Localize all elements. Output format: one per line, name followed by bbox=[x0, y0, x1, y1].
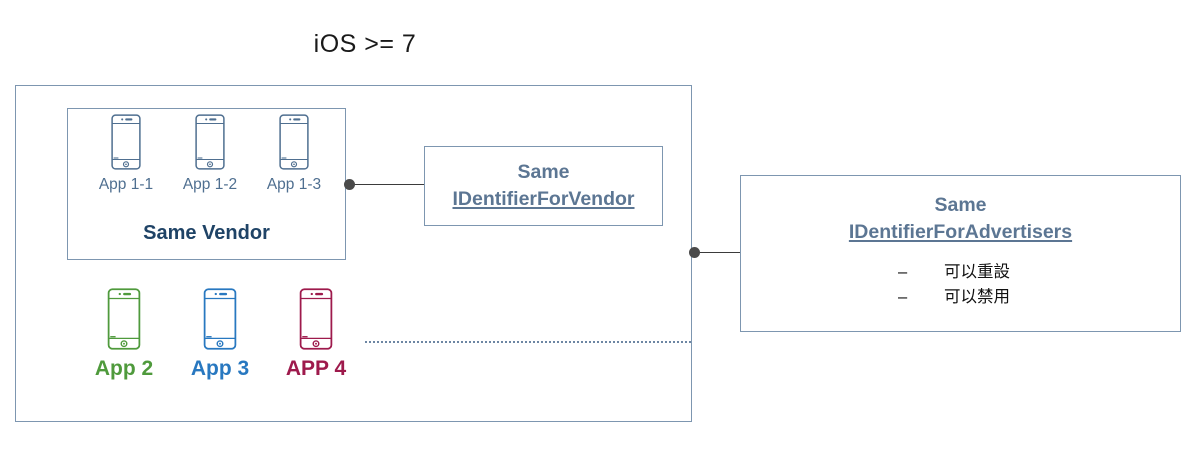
connector-dot-vendor bbox=[344, 179, 355, 190]
app-label: APP 4 bbox=[285, 357, 347, 380]
app-label: App 1-1 bbox=[98, 176, 154, 193]
smartphone-icon bbox=[107, 288, 141, 350]
idfv-callout-box: Same IDentifierForVendor bbox=[424, 146, 663, 226]
app-label: App 1-3 bbox=[266, 176, 322, 193]
bullet-label: 可以禁用 bbox=[944, 288, 1010, 307]
idfa-line1: Same bbox=[934, 194, 987, 216]
list-item: – 可以重設 bbox=[741, 260, 1180, 286]
bullet-dash: – bbox=[898, 288, 908, 307]
smartphone-icon bbox=[203, 288, 237, 350]
idfv-line2: IDentifierForVendor bbox=[452, 188, 635, 210]
connector-device-to-idfa bbox=[695, 252, 741, 253]
idfa-line2: IDentifierForAdvertisers bbox=[848, 220, 1073, 243]
smartphone-icon bbox=[299, 288, 333, 350]
idfv-line1: Same bbox=[517, 161, 570, 184]
app-item-app-1-1[interactable]: App 1-1 bbox=[88, 114, 164, 194]
smartphone-icon bbox=[195, 114, 225, 170]
list-item: – 可以禁用 bbox=[741, 285, 1180, 311]
dotted-separator bbox=[365, 341, 691, 343]
smartphone-icon bbox=[111, 114, 141, 170]
idfa-bullet-list: – 可以重設 – 可以禁用 bbox=[741, 260, 1180, 311]
bullet-dash: – bbox=[898, 262, 908, 281]
smartphone-icon bbox=[279, 114, 309, 170]
bullet-label: 可以重設 bbox=[944, 262, 1010, 281]
app-item-app-4[interactable]: APP 4 bbox=[278, 288, 354, 381]
app-label: App 1-2 bbox=[182, 176, 238, 193]
connector-vendor-to-idfv bbox=[350, 184, 425, 185]
connector-dot-advertisers bbox=[689, 247, 700, 258]
app-item-app-3[interactable]: App 3 bbox=[182, 288, 258, 381]
app-label: App 3 bbox=[190, 357, 250, 380]
app-item-app-1-2[interactable]: App 1-2 bbox=[172, 114, 248, 194]
idfa-callout-box: Same IDentifierForAdvertisers – 可以重設 – 可… bbox=[740, 175, 1181, 332]
idfv-callout-text: Same IDentifierForVendor bbox=[425, 159, 662, 213]
diagram-title: iOS >= 7 bbox=[313, 30, 417, 58]
idfa-callout-text: Same IDentifierForAdvertisers bbox=[741, 192, 1180, 246]
app-item-app-1-3[interactable]: App 1-3 bbox=[256, 114, 332, 194]
app-item-app-2[interactable]: App 2 bbox=[86, 288, 162, 381]
same-vendor-label: Same Vendor bbox=[143, 222, 270, 244]
app-label: App 2 bbox=[94, 357, 154, 380]
